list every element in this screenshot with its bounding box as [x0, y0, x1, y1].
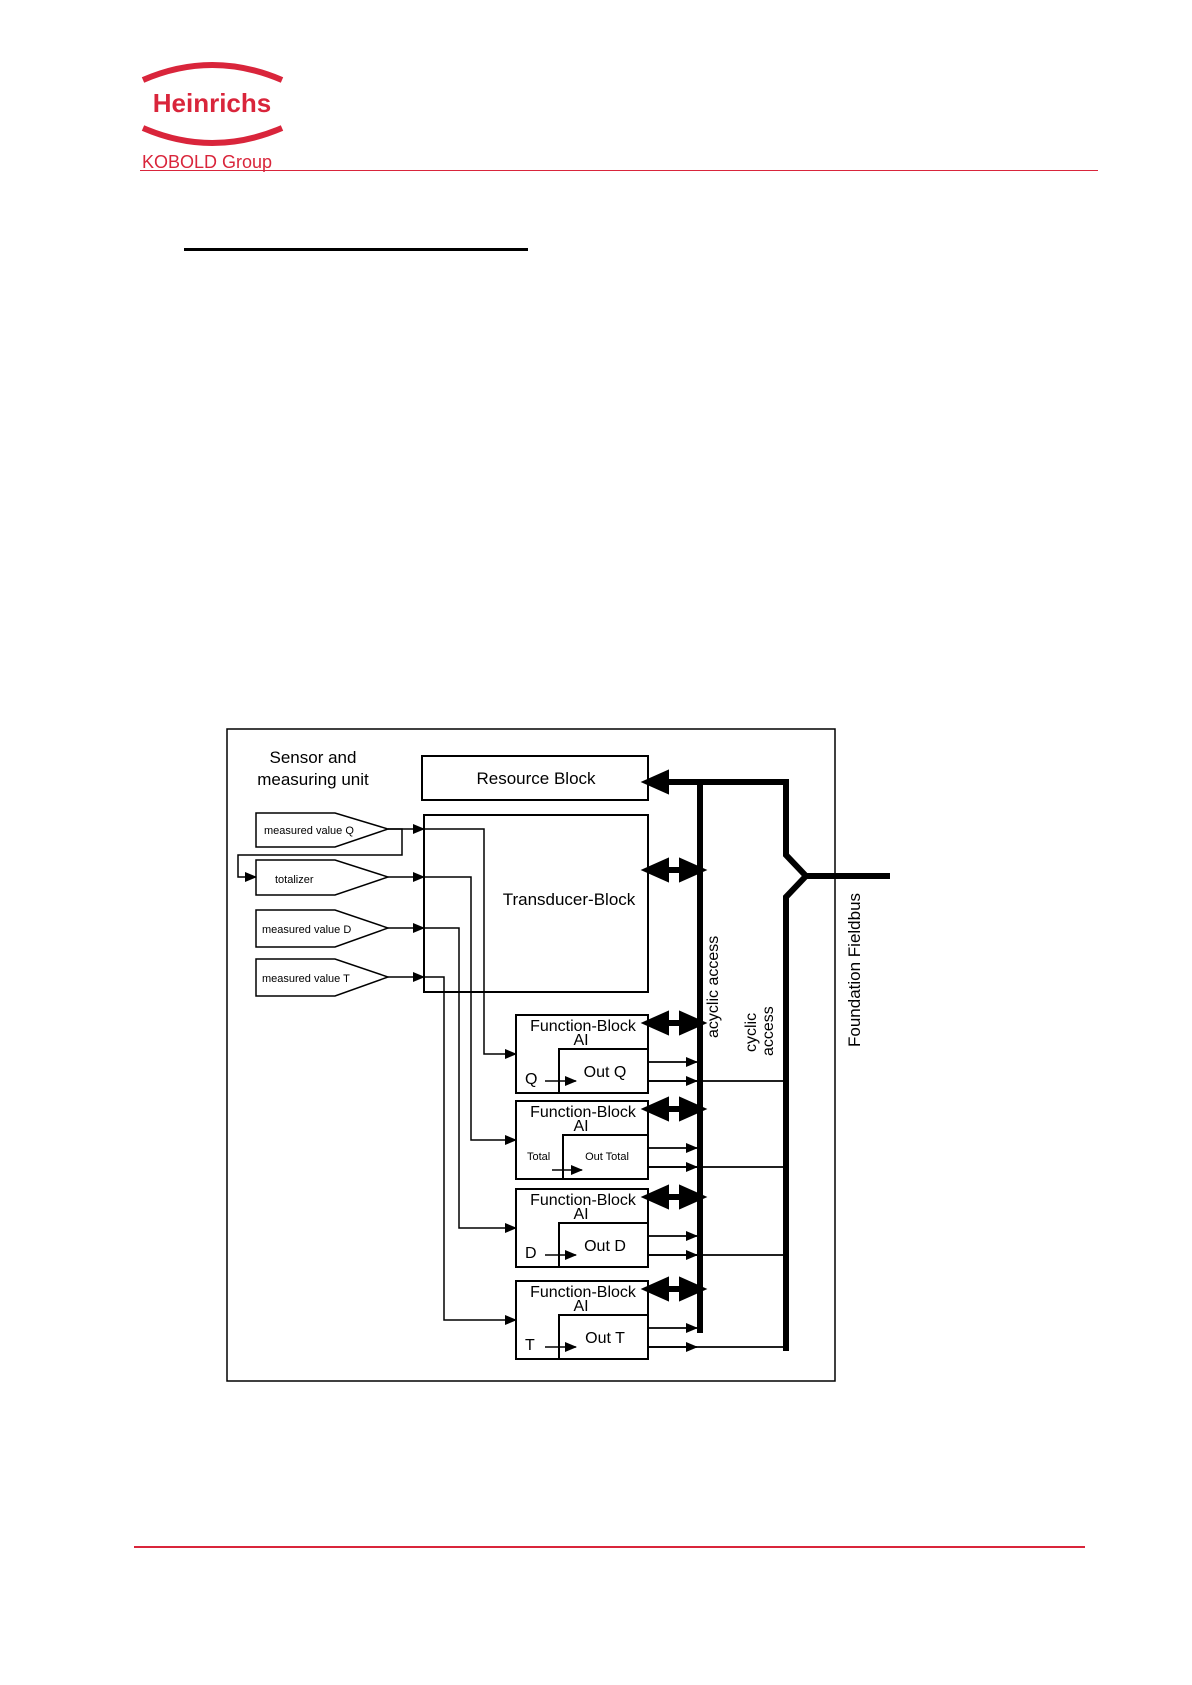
- fb-t-sub: AI: [573, 1298, 588, 1315]
- function-block-total: Function-Block AI Total Out Total: [515, 1100, 649, 1180]
- fb-t-title: Function-Block: [530, 1284, 637, 1301]
- transducer-block-label: Transducer-Block: [503, 890, 636, 909]
- brand-group: KOBOLD Group: [142, 152, 272, 172]
- heinrichs-kobold-logo: Heinrichs KOBOLD Group: [141, 62, 284, 172]
- input-measured-value-q: measured value Q: [255, 812, 391, 848]
- fb-d-out: Out D: [584, 1238, 626, 1255]
- diagram-frame: [226, 728, 836, 1382]
- cyclic-access-label-1: cyclic: [743, 1013, 760, 1052]
- wire-to-fb-d: [424, 927, 517, 1233]
- wire-to-fb-total: [424, 876, 517, 1145]
- fb-q-title: Function-Block: [530, 1018, 637, 1035]
- foundation-fieldbus-label: Foundation Fieldbus: [845, 893, 864, 1047]
- input-label-d: measured value D: [262, 924, 351, 936]
- title-underline: [184, 248, 528, 251]
- resource-block-label: Resource Block: [476, 769, 596, 788]
- fb-d-in: D: [525, 1245, 537, 1262]
- fb-q-out: Out Q: [584, 1064, 627, 1081]
- input-measured-value-t: measured value T: [255, 958, 391, 997]
- acyclic-access-label: acyclic access: [705, 936, 722, 1038]
- footer-rule: [134, 1546, 1085, 1548]
- fb-total-in: Total: [527, 1151, 550, 1163]
- fb-total-out: Out Total: [585, 1151, 629, 1163]
- brand-name: Heinrichs: [153, 88, 272, 118]
- output-connectors: [648, 1057, 786, 1352]
- fb-d-sub: AI: [573, 1206, 588, 1223]
- wire-to-fb-t: [424, 976, 517, 1325]
- transducer-block: [423, 814, 649, 993]
- resource-block: [421, 755, 649, 801]
- sensor-label-line-1: Sensor and: [270, 748, 357, 767]
- input-totalizer: totalizer: [255, 859, 391, 896]
- header-rule: [140, 170, 1098, 171]
- acyclic-connectors: [640, 769, 708, 1302]
- fb-d-title: Function-Block: [530, 1192, 637, 1209]
- sensor-label-line-2: measuring unit: [257, 770, 369, 789]
- fb-total-title: Function-Block: [530, 1104, 637, 1121]
- function-block-t: Function-Block AI T Out T: [515, 1280, 649, 1360]
- fb-t-in: T: [525, 1337, 535, 1354]
- function-block-q: Function-Block AI Q Out Q: [515, 1014, 649, 1094]
- input-label-totalizer: totalizer: [275, 874, 314, 886]
- fb-q-in: Q: [525, 1071, 537, 1088]
- fb-t-out: Out T: [585, 1330, 625, 1347]
- wire-to-fb-q: [424, 828, 517, 1059]
- function-block-d: Function-Block AI D Out D: [515, 1188, 649, 1268]
- input-measured-value-d: measured value D: [255, 909, 391, 948]
- cyclic-access-label-2: access: [760, 1006, 777, 1056]
- input-label-t: measured value T: [262, 973, 350, 985]
- fb-total-sub: AI: [573, 1118, 588, 1135]
- fb-q-sub: AI: [573, 1032, 588, 1049]
- input-label-q: measured value Q: [264, 825, 354, 837]
- cyclic-bus: [648, 779, 811, 1351]
